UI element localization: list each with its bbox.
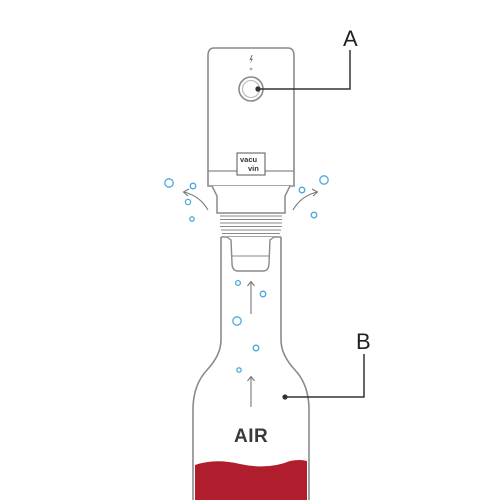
bubble-icon bbox=[232, 316, 242, 326]
bubble-icon bbox=[298, 186, 306, 194]
led-indicator bbox=[249, 67, 253, 71]
pump-collar-ribs bbox=[220, 215, 282, 235]
brand-logo-line2: vin bbox=[248, 164, 259, 173]
lightning-bolt-icon bbox=[249, 55, 253, 64]
curved-arrow-left-icon bbox=[182, 188, 209, 211]
air-label: AIR bbox=[234, 426, 268, 447]
up-arrow-icon bbox=[247, 280, 255, 314]
pump-body bbox=[207, 47, 295, 187]
bubble-icon bbox=[184, 198, 192, 206]
label-a: A bbox=[343, 26, 358, 51]
air-flow-arrows bbox=[247, 280, 255, 407]
exhaust-arrows bbox=[182, 188, 319, 211]
callout-b: B bbox=[282, 329, 371, 400]
bubble-icon bbox=[234, 279, 242, 287]
bubble-icon bbox=[259, 290, 267, 298]
up-arrow-icon bbox=[247, 375, 255, 407]
wine-liquid bbox=[195, 460, 307, 500]
bubble-icon bbox=[164, 178, 174, 188]
brand-logo: vacu vin bbox=[236, 152, 266, 176]
vacuum-stopper bbox=[226, 236, 275, 272]
wine-bottle: AIR bbox=[192, 236, 310, 500]
curved-arrow-right-icon bbox=[292, 188, 319, 211]
brand-logo-line1: vacu bbox=[240, 155, 258, 164]
callout-a: A bbox=[255, 26, 358, 92]
label-b: B bbox=[356, 329, 371, 354]
bubble-icon bbox=[236, 367, 242, 373]
air-bubbles bbox=[164, 175, 329, 373]
bubble-icon bbox=[252, 344, 260, 352]
bubble-icon bbox=[319, 175, 329, 185]
vacuum-pump: vacu vin bbox=[207, 47, 295, 235]
bubble-icon bbox=[189, 216, 195, 222]
bubble-icon bbox=[189, 182, 197, 190]
bottle-outline bbox=[192, 237, 310, 500]
bubble-icon bbox=[310, 211, 318, 219]
pump-nozzle bbox=[211, 185, 291, 214]
